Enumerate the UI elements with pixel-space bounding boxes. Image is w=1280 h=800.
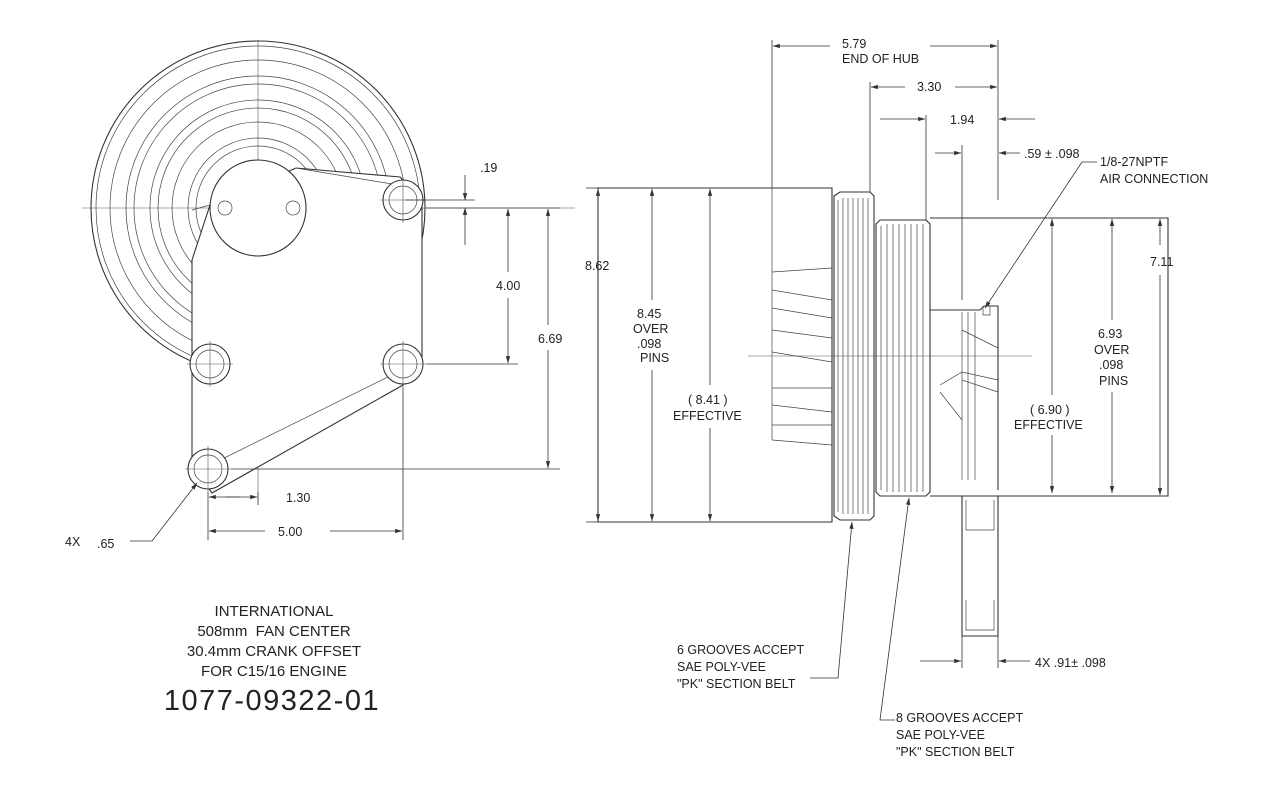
dim-862: 8.62 <box>585 259 609 273</box>
svg-text:EFFECTIVE: EFFECTIVE <box>673 409 742 423</box>
svg-text:PINS: PINS <box>640 351 669 365</box>
note-8-grooves: 8 GROOVES ACCEPT SAE POLY-VEE "PK" SECTI… <box>896 711 1023 759</box>
hole-note-size: .65 <box>97 537 114 551</box>
dim-841-effective: ( 8.41 ) EFFECTIVE <box>673 393 742 423</box>
svg-text:SAE POLY-VEE: SAE POLY-VEE <box>896 728 985 742</box>
dim-194: 1.94 <box>950 113 974 127</box>
mounting-hole-mid-right <box>380 341 426 387</box>
air-connection-line-2: AIR CONNECTION <box>1100 172 1208 186</box>
mounting-hole-top-right <box>380 177 426 223</box>
svg-text:"PK" SECTION BELT: "PK" SECTION BELT <box>896 745 1015 759</box>
svg-text:"PK" SECTION BELT: "PK" SECTION BELT <box>677 677 796 691</box>
air-connection-line-1: 1/8-27NPTF <box>1100 155 1168 169</box>
svg-text:( 8.41 ): ( 8.41 ) <box>688 393 728 407</box>
dim-059: .59 ± .098 <box>1024 147 1080 161</box>
dim-669: 6.69 <box>538 332 562 346</box>
svg-text:OVER: OVER <box>633 322 668 336</box>
mounting-hole-bottom-left <box>185 446 231 492</box>
dim-091: 4X .91± .098 <box>1035 656 1106 670</box>
svg-text:PINS: PINS <box>1099 374 1128 388</box>
svg-text:SAE POLY-VEE: SAE POLY-VEE <box>677 660 766 674</box>
svg-text:8.45: 8.45 <box>637 307 661 321</box>
svg-text:6 GROOVES ACCEPT: 6 GROOVES ACCEPT <box>677 643 804 657</box>
svg-text:.098: .098 <box>637 337 661 351</box>
part-number: 1077-09322-01 <box>164 685 380 717</box>
hub-hole-right <box>285 200 301 216</box>
dim-690-effective: ( 6.90 ) EFFECTIVE <box>1014 403 1083 432</box>
svg-text:8 GROOVES ACCEPT: 8 GROOVES ACCEPT <box>896 711 1023 725</box>
dim-400: 4.00 <box>496 279 520 293</box>
svg-text:EFFECTIVE: EFFECTIVE <box>1014 418 1083 432</box>
dim-end-of-hub-value: 5.79 <box>842 37 866 51</box>
title-line-2: 508mm FAN CENTER <box>197 623 351 640</box>
dim-330: 3.30 <box>917 80 941 94</box>
svg-text:6.93: 6.93 <box>1098 327 1122 341</box>
dim-500: 5.00 <box>278 525 302 539</box>
dim-845-over-pins: 8.45 OVER .098 PINS <box>633 307 669 365</box>
dim-019: .19 <box>480 161 497 175</box>
svg-text:OVER: OVER <box>1094 343 1129 357</box>
hub-circle <box>209 159 307 257</box>
note-6-grooves: 6 GROOVES ACCEPT SAE POLY-VEE "PK" SECTI… <box>677 643 804 691</box>
pulley-8-groove <box>875 219 931 497</box>
dim-130: 1.30 <box>286 491 310 505</box>
dim-end-of-hub-label: END OF HUB <box>842 52 919 66</box>
svg-text:( 6.90 ): ( 6.90 ) <box>1030 403 1070 417</box>
side-view: 5.79 END OF HUB 3.30 1.94 .59 ± .098 1/8… <box>585 37 1208 759</box>
title-line-3: 30.4mm CRANK OFFSET <box>187 643 361 660</box>
hub-hole-left <box>217 200 233 216</box>
hole-note-qty: 4X <box>65 535 81 549</box>
hub-body <box>930 217 1169 637</box>
title-line-1: INTERNATIONAL <box>215 603 334 620</box>
front-view: .19 4.00 6.69 1.30 5.00 4X .65 <box>65 40 575 551</box>
dim-693-over-pins: 6.93 OVER .098 PINS <box>1094 327 1129 388</box>
dim-711: 7.11 <box>1150 255 1173 269</box>
mounting-hole-mid-left <box>187 341 233 387</box>
svg-text:.098: .098 <box>1099 358 1123 372</box>
title-line-4: FOR C15/16 ENGINE <box>201 663 347 680</box>
title-block: INTERNATIONAL 508mm FAN CENTER 30.4mm CR… <box>164 603 380 717</box>
